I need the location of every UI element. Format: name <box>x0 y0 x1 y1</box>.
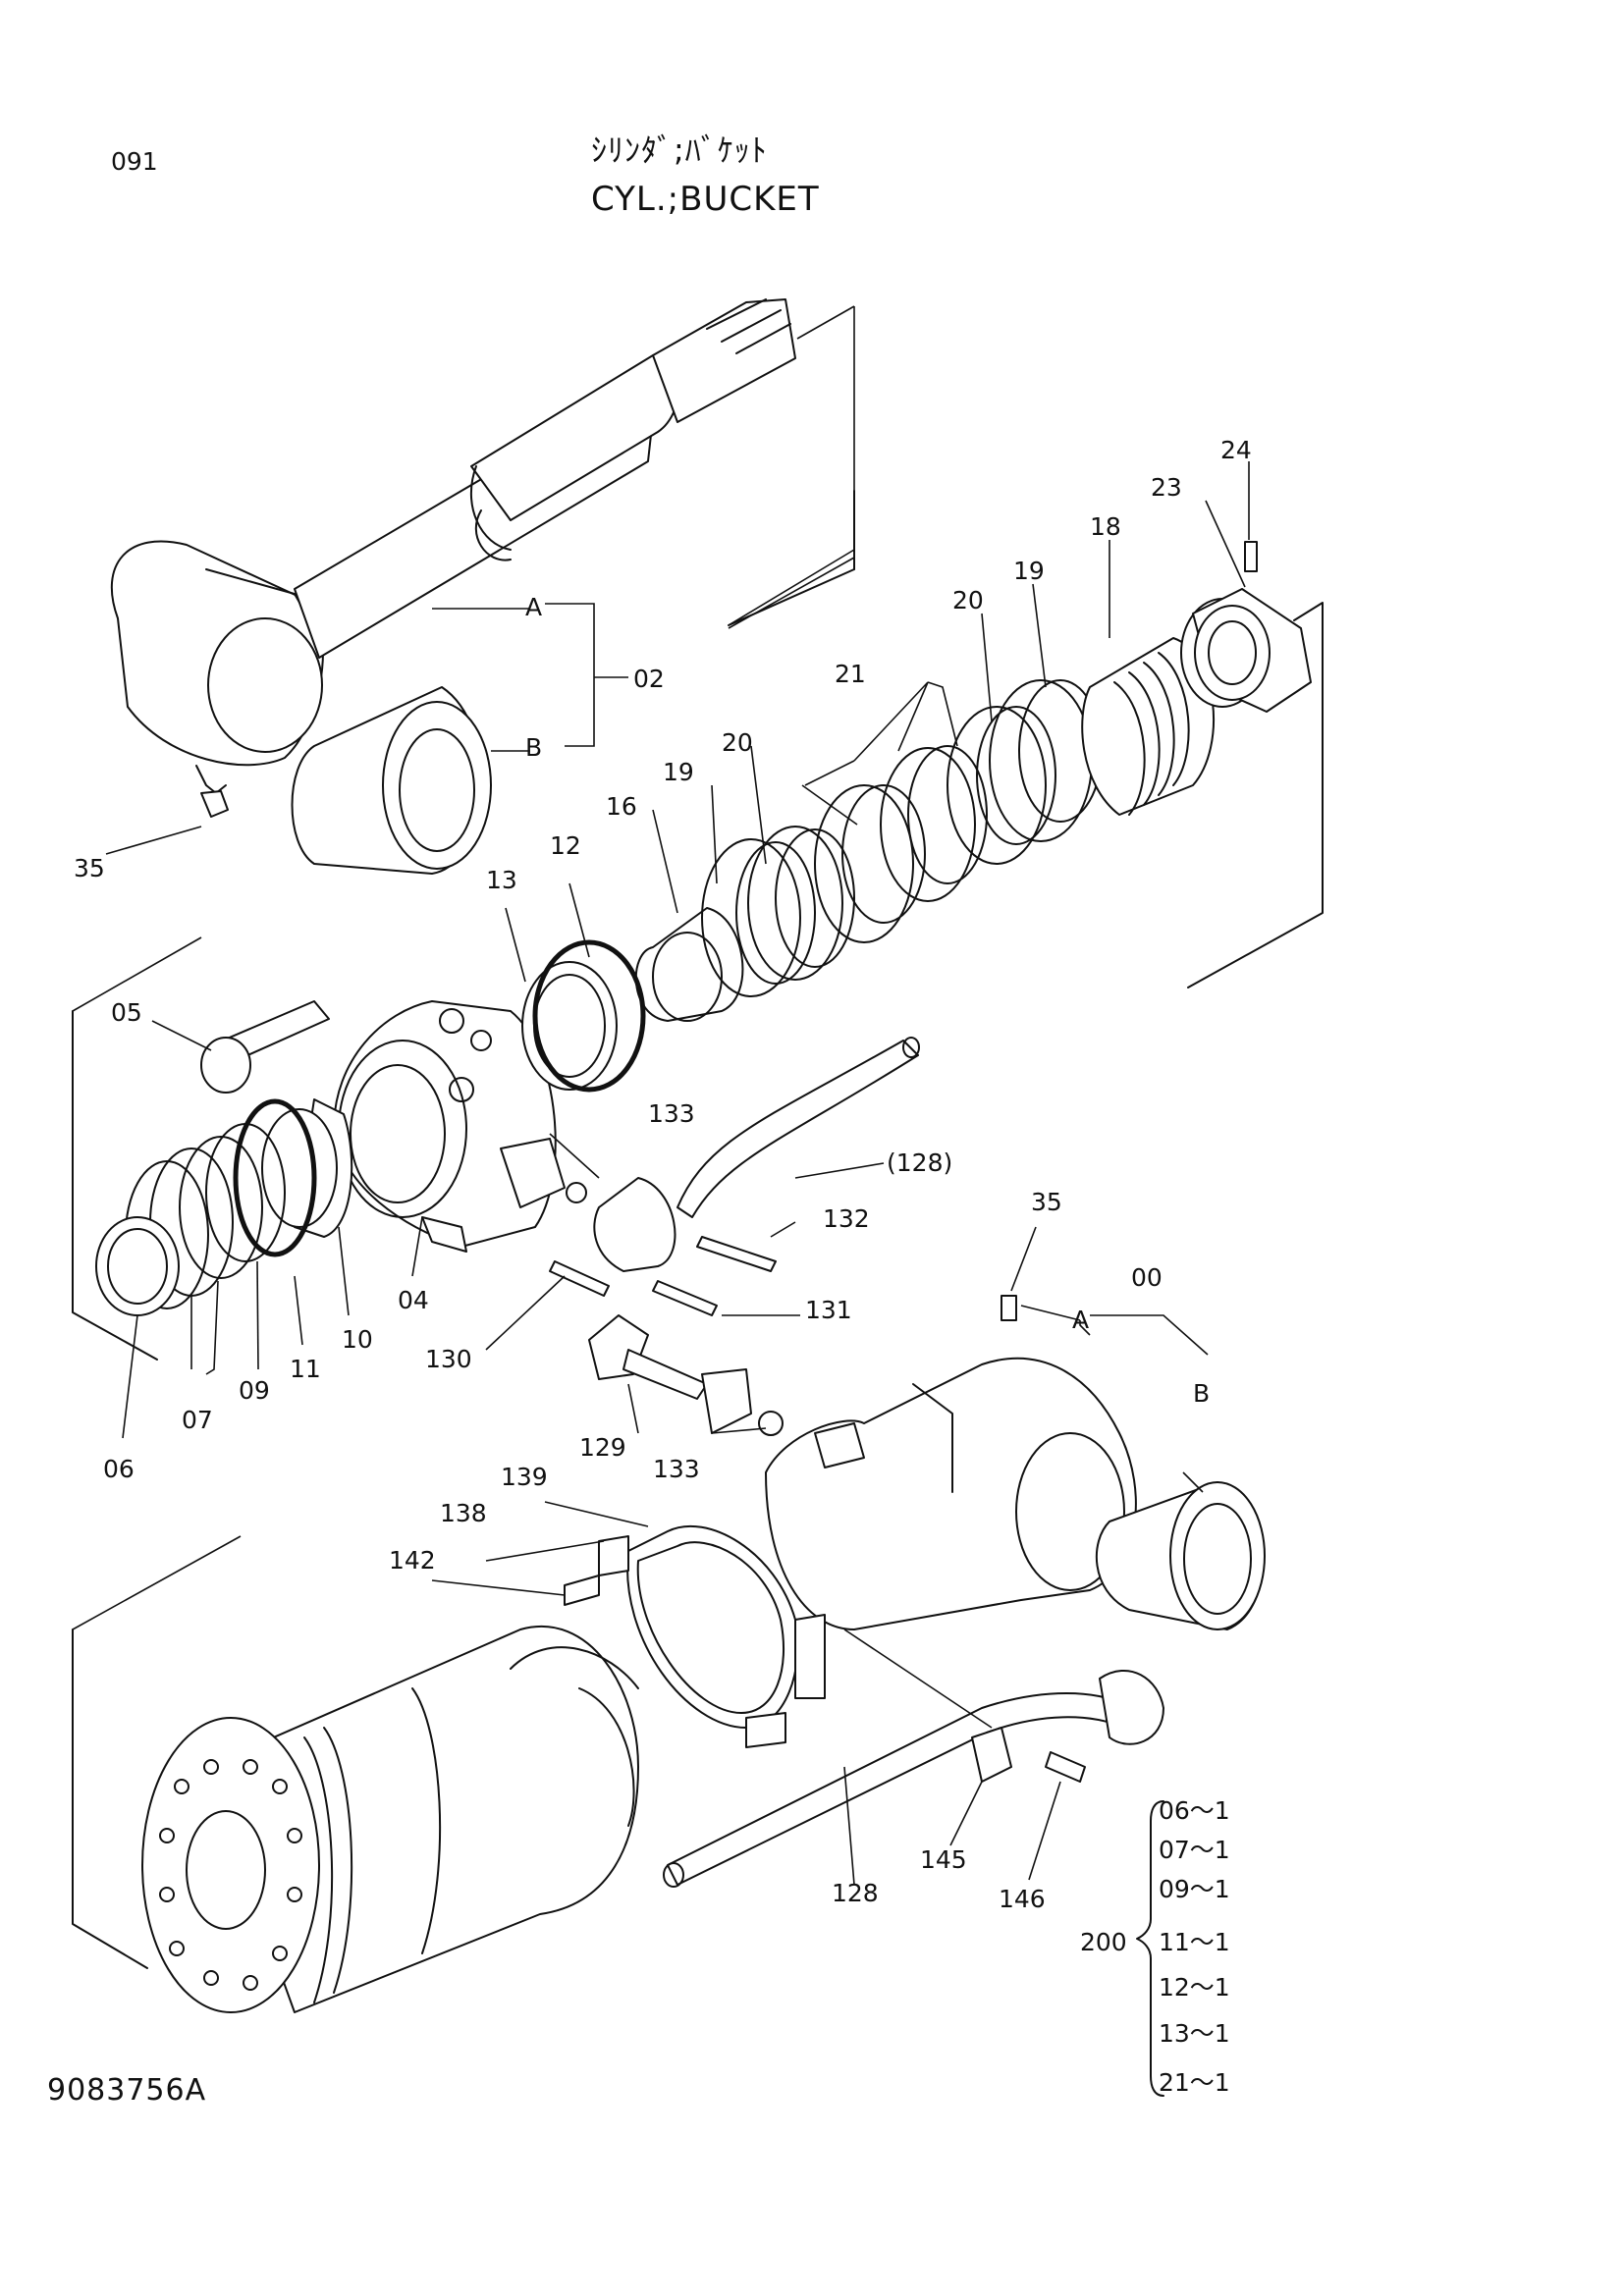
label-132: 132 <box>823 1204 870 1233</box>
part-11-seal <box>233 1098 317 1257</box>
piston-parts <box>634 461 1312 1022</box>
rod-bushing <box>291 686 530 875</box>
title-english: CYL.;BUCKET <box>591 180 820 219</box>
label-19a: 19 <box>663 758 694 786</box>
part-20b-ring <box>947 706 1047 865</box>
clip-145 <box>971 1727 1012 1783</box>
label-129: 129 <box>579 1433 626 1462</box>
label-06: 06 <box>103 1455 135 1483</box>
label-10: 10 <box>342 1325 373 1354</box>
label-23: 23 <box>1151 473 1182 502</box>
label-146: 146 <box>999 1885 1046 1913</box>
label-02: 02 <box>633 665 665 693</box>
pipe-128-lower <box>667 1692 1130 1886</box>
piping-assembly <box>485 1037 920 1436</box>
page-number: 091 <box>111 147 158 176</box>
cylinder-head-assembly <box>95 882 646 1439</box>
label-133b: 133 <box>653 1455 700 1483</box>
barrel-flange <box>141 1717 320 2013</box>
grease-fitting-35-bottom <box>1001 1295 1017 1321</box>
bolt-130 <box>549 1260 610 1297</box>
bolt-131 <box>652 1280 718 1316</box>
pipe-128-upper <box>676 1040 919 1218</box>
label-128p: (128) <box>887 1148 952 1177</box>
bolt-132 <box>696 1236 777 1272</box>
label-24: 24 <box>1220 436 1252 464</box>
piston-rod-assembly <box>105 298 796 855</box>
cylinder-tube-assembly <box>765 1226 1266 1630</box>
kit-item: 13～1 <box>1159 2019 1230 2048</box>
label-11: 11 <box>290 1355 321 1383</box>
callout-labels: 24 23 18 19 20 21 20 19 16 A B 02 35 12 … <box>74 436 1252 1956</box>
label-21: 21 <box>835 660 866 688</box>
part-16-piston-nut <box>634 907 744 1022</box>
label-131: 131 <box>805 1296 852 1324</box>
kit-item: 07～1 <box>1159 1836 1230 1864</box>
part-12-seal <box>532 939 646 1093</box>
label-tube-b: B <box>1193 1379 1210 1408</box>
label-16: 16 <box>606 792 637 821</box>
clamp-band-139 <box>626 1524 799 1729</box>
label-142: 142 <box>389 1546 436 1575</box>
title-japanese: ｼﾘﾝﾀﾞ;ﾊﾞｹｯﾄ <box>591 132 768 169</box>
rod-eye-bore <box>207 617 323 753</box>
section-boundaries <box>72 305 1324 1969</box>
label-18: 18 <box>1090 512 1121 541</box>
label-12: 12 <box>550 831 581 860</box>
kit-item: 21～1 <box>1159 2068 1230 2097</box>
kit-200-bracket <box>1136 1800 1164 2097</box>
kit-item: 12～1 <box>1159 1973 1230 2002</box>
part-09-seal <box>205 1123 286 1262</box>
kit-item: 06～1 <box>1159 1796 1230 1825</box>
label-138: 138 <box>440 1499 487 1527</box>
label-133a: 133 <box>648 1099 695 1128</box>
bolt-142 <box>564 1575 600 1606</box>
label-rod-a: A <box>525 593 542 621</box>
part-19a-ring <box>701 838 801 997</box>
part-21-ring <box>814 784 914 943</box>
lower-piping <box>663 1629 1164 1888</box>
kit-item: 11～1 <box>1159 1928 1230 1956</box>
flange-132 <box>593 1177 676 1272</box>
oring-133a <box>566 1182 587 1203</box>
label-20b: 20 <box>952 586 984 614</box>
label-200: 200 <box>1080 1928 1127 1956</box>
grease-fitting-35-top <box>200 790 229 818</box>
label-tube-a: A <box>1072 1306 1089 1334</box>
label-rod-b: B <box>525 733 542 762</box>
kit-200-list: 06～1 07～1 09～1 11～1 12～1 13～1 21～1 <box>1159 1796 1230 2097</box>
label-09: 09 <box>239 1376 270 1405</box>
label-35-bottom: 35 <box>1031 1188 1062 1216</box>
rod-thread <box>652 298 796 423</box>
kit-item: 09～1 <box>1159 1875 1230 1903</box>
label-128: 128 <box>832 1879 879 1907</box>
label-07: 07 <box>182 1406 213 1434</box>
label-19b: 19 <box>1013 557 1045 585</box>
label-130: 130 <box>425 1345 472 1373</box>
drawing-number: 9083756A <box>47 2073 207 2108</box>
part-20a-ring <box>747 826 843 981</box>
bolt-146 <box>1045 1751 1086 1783</box>
oring-133b <box>758 1411 784 1436</box>
part-24-setscrew <box>1244 541 1258 572</box>
label-145: 145 <box>920 1845 967 1874</box>
cylinder-barrel <box>141 1625 639 2013</box>
label-35-top: 35 <box>74 854 105 882</box>
label-00: 00 <box>1131 1263 1163 1292</box>
label-20a: 20 <box>722 728 753 757</box>
clamp-assembly <box>431 1501 826 1748</box>
label-139: 139 <box>501 1463 548 1491</box>
label-05: 05 <box>111 998 142 1027</box>
label-13: 13 <box>486 866 517 894</box>
label-04: 04 <box>398 1286 429 1314</box>
